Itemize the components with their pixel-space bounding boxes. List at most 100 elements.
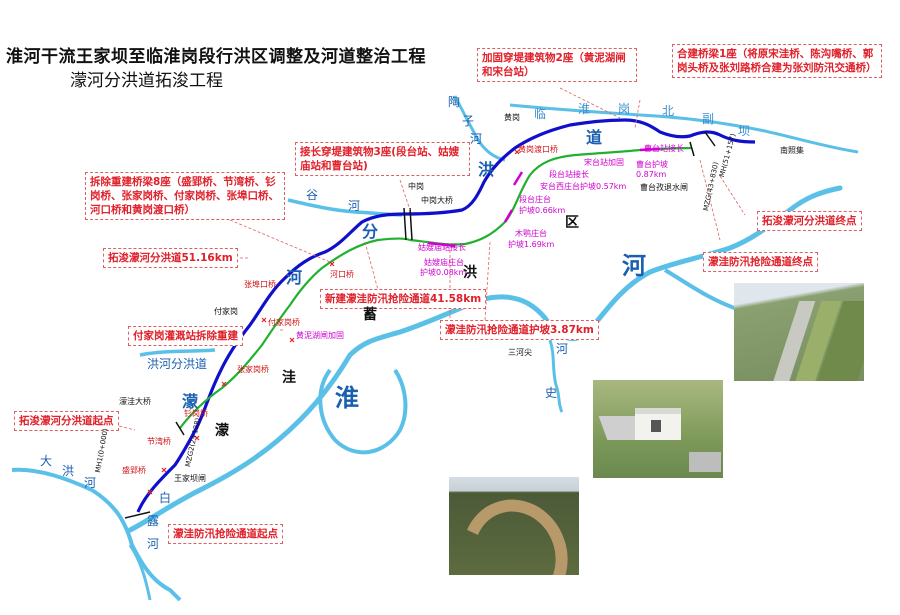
label-duantai-extend: 段台站接长: [549, 170, 589, 179]
callout-fujiagang-station: 付家岗灌溉站拆除重建: [128, 326, 243, 346]
label-zhonggang-bridge: 中岗大桥: [421, 196, 453, 205]
callout-dredge-start: 拓浚濛河分洪道起点: [14, 411, 119, 431]
water-bei: 北: [662, 104, 675, 118]
zone-hong: 洪: [463, 265, 477, 281]
zone-wa: 洼: [282, 370, 296, 386]
label-anta-west-slope: 安台西庄台护坡0.57km: [540, 182, 627, 191]
label-caotai-slope-len: 0.87km: [636, 170, 667, 179]
callout-road-end: 濛洼防汛抢险通道终点: [703, 252, 818, 272]
label-fujiagang-bridge: 付家岗桥: [268, 318, 300, 327]
label-duantai-slope-len: 护坡0.66km: [519, 206, 566, 215]
water-fen: 分: [362, 222, 379, 241]
zhonggang-bridge-marker2: [409, 207, 413, 241]
label-sanhejian: 三河尖: [508, 348, 532, 357]
label-gusao-extend: 姑嫂庙站接长: [418, 243, 466, 252]
water-he4: 河: [470, 132, 483, 146]
callout-demolish-bridges: 拆除重建桥梁8座（盛郢桥、节湾桥、钐岗桥、张家岗桥、付家岗桥、张埠口桥、河口桥和…: [85, 172, 285, 220]
water-tao: 陶: [448, 95, 461, 109]
zone-qu: 区: [565, 215, 579, 231]
dredge-end-marker: [704, 131, 716, 147]
water-ba: 坝: [738, 124, 751, 138]
label-shengying-bridge: 盛郢桥: [122, 466, 146, 475]
water-lu: 露: [147, 514, 160, 528]
slope-segment-4: [639, 147, 661, 152]
callout-road-start: 濛洼防汛抢险通道起点: [168, 524, 283, 544]
label-jiewan-bridge: 节湾桥: [147, 437, 171, 446]
label-caotai-gate: 曹台孜退水闸: [640, 183, 688, 192]
water-he2: 河: [348, 199, 361, 213]
callout-dredge-length: 拓浚濛河分洪道51.16km: [103, 248, 238, 268]
label-muqiao-slope-len: 护坡1.69km: [508, 240, 555, 249]
label-hekou-bridge: 河口桥: [330, 270, 354, 279]
zhonggang-bridge-marker: [403, 207, 407, 241]
label-duantai-slope: 段台庄台: [519, 195, 551, 204]
water-meng: 濛: [182, 392, 199, 411]
water-fu: 副: [702, 112, 715, 126]
slope-segment-3: [512, 171, 524, 186]
label-zhangjiagang-bridge: 张家岗桥: [237, 365, 269, 374]
callout-reinforce-buildings: 加固穿堤建筑物2座（黄泥湖闸和宋台站）: [477, 48, 637, 82]
water-he5: 河: [84, 476, 97, 490]
slope-segment-2: [503, 209, 514, 223]
huaihe-main: [127, 185, 843, 533]
bailu-river: [128, 544, 152, 601]
page-subtitle: 濛河分洪道拓浚工程: [70, 71, 223, 91]
zone-meng: 濛: [215, 423, 229, 439]
water-bai: 白: [159, 491, 172, 505]
page-title: 淮河干流王家坝至临淮岗段行洪区调整及河道整治工程: [6, 47, 426, 67]
slope-segment-1: [427, 241, 456, 248]
water-he6: 河: [147, 537, 160, 551]
water-he7: 河: [556, 342, 569, 356]
callout-new-flood-road: 新建濛洼防汛抢险通道41.58km: [320, 289, 487, 309]
callout-extend-buildings: 接长穿堤建筑物3座(段台站、姑嫂庙站和曹台站): [295, 142, 470, 176]
honghe-channel: [139, 348, 216, 357]
shihe-river: [548, 339, 564, 413]
road-start-marker: [175, 421, 185, 436]
label-songtai-reinforce: 宋台站加固: [584, 158, 624, 167]
water-gu: 谷: [306, 188, 319, 202]
label-muqiao-slope: 木鹗庄台: [515, 229, 547, 238]
linhuaigang-river: [509, 103, 859, 154]
water-he-big: 河: [622, 252, 646, 280]
water-huai2: 淮: [578, 102, 591, 116]
label-huanggang-ferry-bridge: 黄岗渡口桥: [518, 145, 558, 154]
dredge-start-marker: [124, 511, 151, 519]
water-hong2: 洪: [62, 464, 75, 478]
road-end-marker: [689, 141, 695, 157]
label-wangjiaba-gate: 王家坝闸: [174, 474, 206, 483]
label-zhonggang: 中岗: [408, 182, 424, 191]
water-he1: 河: [286, 268, 303, 287]
menghe-dredge-channel: [136, 118, 756, 513]
label-mengwa-dam: 濛洼大桥: [119, 397, 151, 406]
water-lin: 临: [534, 107, 547, 121]
label-caotai-extend: 曹台站接长: [644, 144, 684, 153]
label-huangnihu-gate: 黄泥湖闸加固: [296, 331, 344, 340]
label-caotai-slope: 曹台护坡: [636, 160, 668, 169]
water-dao: 道: [586, 128, 603, 147]
label-fujiagang: 付家岗: [214, 307, 238, 316]
label-huanggang: 黄岗: [504, 113, 520, 122]
zone-xu: 蓄: [363, 307, 377, 323]
water-zi: 子: [462, 114, 475, 128]
callout-slope-length: 濛洼防汛抢险通道护坡3.87km: [440, 320, 599, 340]
water-hong: 洪: [478, 160, 495, 179]
photo-pump-station: [593, 380, 723, 478]
label-gusao-slope: 姑嫂庙庄台: [424, 258, 464, 267]
taozi-river: [453, 95, 506, 162]
photo-road-aerial: [734, 283, 864, 381]
mengwa-flood-road: [179, 146, 693, 429]
label-shangang-bridge: 钐岗桥: [184, 409, 208, 418]
huaihe-bend: [318, 368, 408, 455]
label-gusao-slope-len: 护坡0.08km: [420, 268, 467, 277]
water-gang: 岗: [618, 102, 631, 116]
huaihe-river: [11, 467, 182, 602]
water-shi: 史: [545, 386, 558, 400]
bridge-marks: [147, 149, 520, 495]
water-huai: 淮: [335, 384, 359, 412]
label-zhangbukou-bridge: 张埠口桥: [244, 280, 276, 289]
callout-dredge-end: 拓浚濛河分洪道终点: [757, 211, 862, 231]
water-honghe-channel: 洪河分洪道: [147, 357, 208, 371]
label-nanzhaoji: 南照集: [780, 146, 804, 155]
callout-merge-bridge: 合建桥梁1座（将原宋洼桥、陈沟嘴桥、郭岗头桥及张刘路桥合建为张刘防汛交通桥）: [672, 44, 882, 78]
water-da: 大: [40, 454, 53, 468]
